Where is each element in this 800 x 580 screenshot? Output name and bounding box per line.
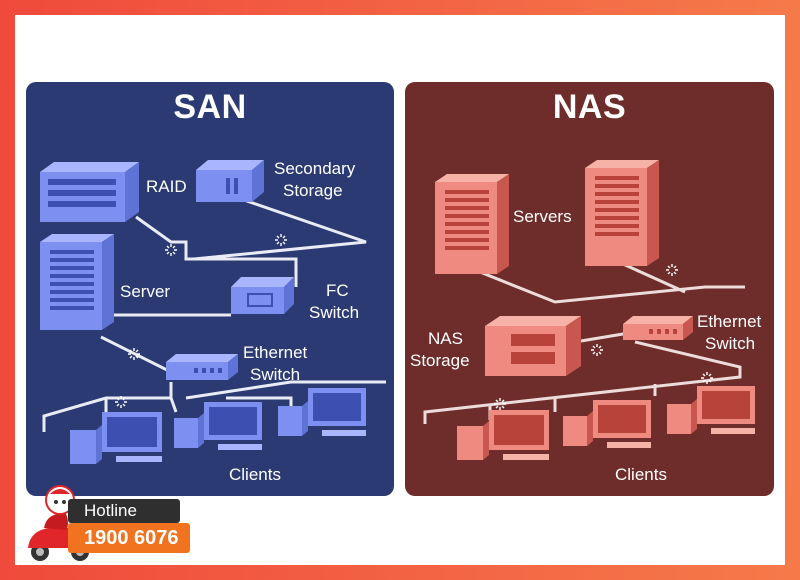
fc-switch-label-line1: FC bbox=[326, 281, 349, 300]
nas-ethernet-switch-icon bbox=[623, 316, 693, 340]
nas-panel: NAS Servers NAS Storage Ethernet Switch … bbox=[405, 82, 774, 496]
nas-storage-icon bbox=[485, 316, 581, 376]
san-spark-2 bbox=[274, 233, 288, 247]
ethernet-switch-label-line2: Switch bbox=[250, 365, 301, 384]
san-spark-1 bbox=[164, 243, 178, 257]
nas-server-icon bbox=[585, 160, 659, 266]
secondary-to-fc-link bbox=[193, 197, 367, 261]
nas-diagram bbox=[423, 160, 755, 460]
nas-storage-label-line2: Storage bbox=[410, 351, 470, 370]
secondary-storage-label-line1: Secondary bbox=[274, 159, 356, 178]
server-icon bbox=[40, 234, 114, 330]
switch-to-clients-link bbox=[423, 340, 742, 424]
nas-spark-1 bbox=[665, 263, 679, 277]
ethernet-switch-label-line1: Ethernet bbox=[243, 343, 308, 362]
nas-client-icon bbox=[667, 386, 755, 434]
nas-ethernet-switch-label-line2: Switch bbox=[705, 334, 756, 353]
san-client-icon bbox=[174, 402, 262, 450]
nas-clients-label: Clients bbox=[615, 465, 667, 484]
san-client-icon bbox=[70, 412, 162, 464]
san-title: SAN bbox=[173, 88, 247, 126]
fc-switch-icon bbox=[231, 277, 294, 314]
san-client-icon bbox=[278, 388, 366, 436]
nas-ethernet-switch-label-line1: Ethernet bbox=[697, 312, 762, 331]
nas-storage-label-line1: NAS bbox=[428, 329, 463, 348]
server-label: Server bbox=[120, 282, 171, 301]
nas-servers-label: Servers bbox=[513, 207, 572, 226]
secondary-storage-label-line2: Storage bbox=[283, 181, 343, 200]
nas-spark-2 bbox=[590, 343, 604, 357]
san-clients-label: Clients bbox=[229, 465, 281, 484]
nas-title: NAS bbox=[552, 88, 627, 126]
fc-switch-label-line2: Switch bbox=[309, 303, 360, 322]
nas-server-icon bbox=[435, 174, 509, 274]
nas-client-icon bbox=[563, 400, 651, 448]
raid-label: RAID bbox=[146, 177, 187, 196]
servers-to-switch-link bbox=[474, 268, 745, 304]
ethernet-switch-icon bbox=[166, 354, 238, 380]
hotline-number[interactable]: 1900 6076 bbox=[68, 523, 190, 553]
san-panel: SAN RAID Secondary Storage Server FC Swi… bbox=[26, 82, 394, 496]
secondary-storage-icon bbox=[196, 160, 264, 202]
san-diagram bbox=[40, 160, 386, 464]
raid-to-fc-link bbox=[135, 215, 298, 287]
raid-icon bbox=[40, 162, 139, 222]
nas-client-icon bbox=[457, 410, 549, 460]
hotline-label[interactable]: Hotline bbox=[68, 499, 180, 523]
